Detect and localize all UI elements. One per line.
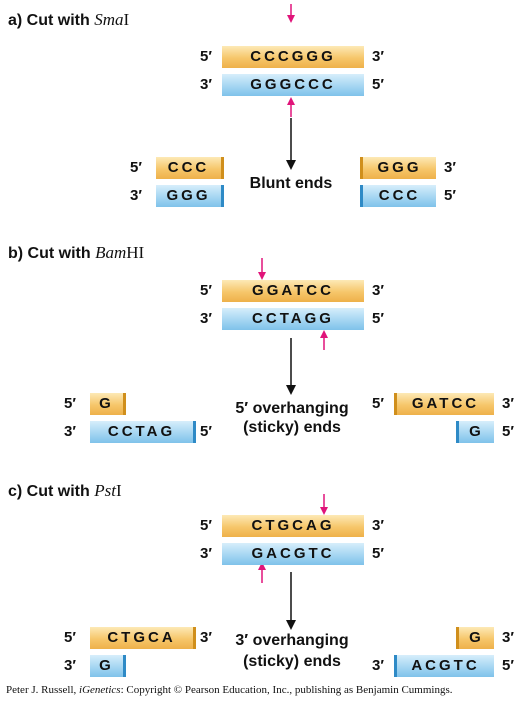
label-5prime: 5′ xyxy=(200,517,212,534)
result-label-c-line1: 3′ overhanging xyxy=(235,632,349,649)
label-3prime: 3′ xyxy=(502,629,514,646)
result-label-b-line1: 5′ overhanging xyxy=(235,400,349,417)
panel-c-heading: c) Cut with PstI xyxy=(8,481,122,500)
site-top-strand-c: CTGCAG xyxy=(222,515,364,537)
right-fragment-bottom-c: ACGTC xyxy=(394,655,494,677)
left-fragment-bottom-c: G xyxy=(90,655,126,677)
copyright-credit: Peter J. Russell, iGenetics: Copyright ©… xyxy=(6,684,453,696)
site-bottom-strand-b: CCTAGG xyxy=(222,308,364,330)
right-fragment-bottom-b: G xyxy=(456,421,494,443)
site-top-strand-b: GGATCC xyxy=(222,280,364,302)
left-fragment-top-b: G xyxy=(90,393,126,415)
label-3prime: 3′ xyxy=(444,159,456,176)
label-5prime: 5′ xyxy=(64,395,76,412)
label-5prime: 5′ xyxy=(130,159,142,176)
label-5prime: 5′ xyxy=(502,423,514,440)
label-5prime: 5′ xyxy=(372,76,384,93)
label-3prime: 3′ xyxy=(64,657,76,674)
label-3prime: 3′ xyxy=(64,423,76,440)
site-top-strand-a: CCCGGG xyxy=(222,46,364,68)
label-3prime: 3′ xyxy=(372,517,384,534)
result-label-a: Blunt ends xyxy=(249,175,333,192)
label-3prime: 3′ xyxy=(502,395,514,412)
label-3prime: 3′ xyxy=(372,282,384,299)
label-3prime: 3′ xyxy=(372,657,384,674)
label-5prime: 5′ xyxy=(200,48,212,65)
label-3prime: 3′ xyxy=(200,545,212,562)
left-fragment-top-a: CCC xyxy=(156,157,224,179)
label-3prime: 3′ xyxy=(200,629,212,646)
right-fragment-top-b: GATCC xyxy=(394,393,494,415)
panel-a-heading: a) Cut with SmaI xyxy=(8,10,130,29)
label-3prime: 3′ xyxy=(200,76,212,93)
label-5prime: 5′ xyxy=(200,282,212,299)
label-5prime: 5′ xyxy=(200,423,212,440)
label-3prime: 3′ xyxy=(372,48,384,65)
result-label-c-line2: (sticky) ends xyxy=(243,653,341,670)
label-5prime: 5′ xyxy=(372,395,384,412)
site-bottom-strand-a: GGGCCC xyxy=(222,74,364,96)
panel-b-heading: b) Cut with BamHI xyxy=(8,243,145,262)
left-fragment-bottom-a: GGG xyxy=(156,185,224,207)
label-3prime: 3′ xyxy=(200,310,212,327)
label-5prime: 5′ xyxy=(372,310,384,327)
label-3prime: 3′ xyxy=(130,187,142,204)
right-fragment-top-a: GGG xyxy=(360,157,436,179)
right-fragment-top-c: G xyxy=(456,627,494,649)
label-5prime: 5′ xyxy=(502,657,514,674)
label-5prime: 5′ xyxy=(372,545,384,562)
label-5prime: 5′ xyxy=(64,629,76,646)
left-fragment-top-c: CTGCA xyxy=(90,627,196,649)
left-fragment-bottom-b: CCTAG xyxy=(90,421,196,443)
right-fragment-bottom-a: CCC xyxy=(360,185,436,207)
label-5prime: 5′ xyxy=(444,187,456,204)
site-bottom-strand-c: GACGTC xyxy=(222,543,364,565)
result-label-b-line2: (sticky) ends xyxy=(243,419,341,436)
